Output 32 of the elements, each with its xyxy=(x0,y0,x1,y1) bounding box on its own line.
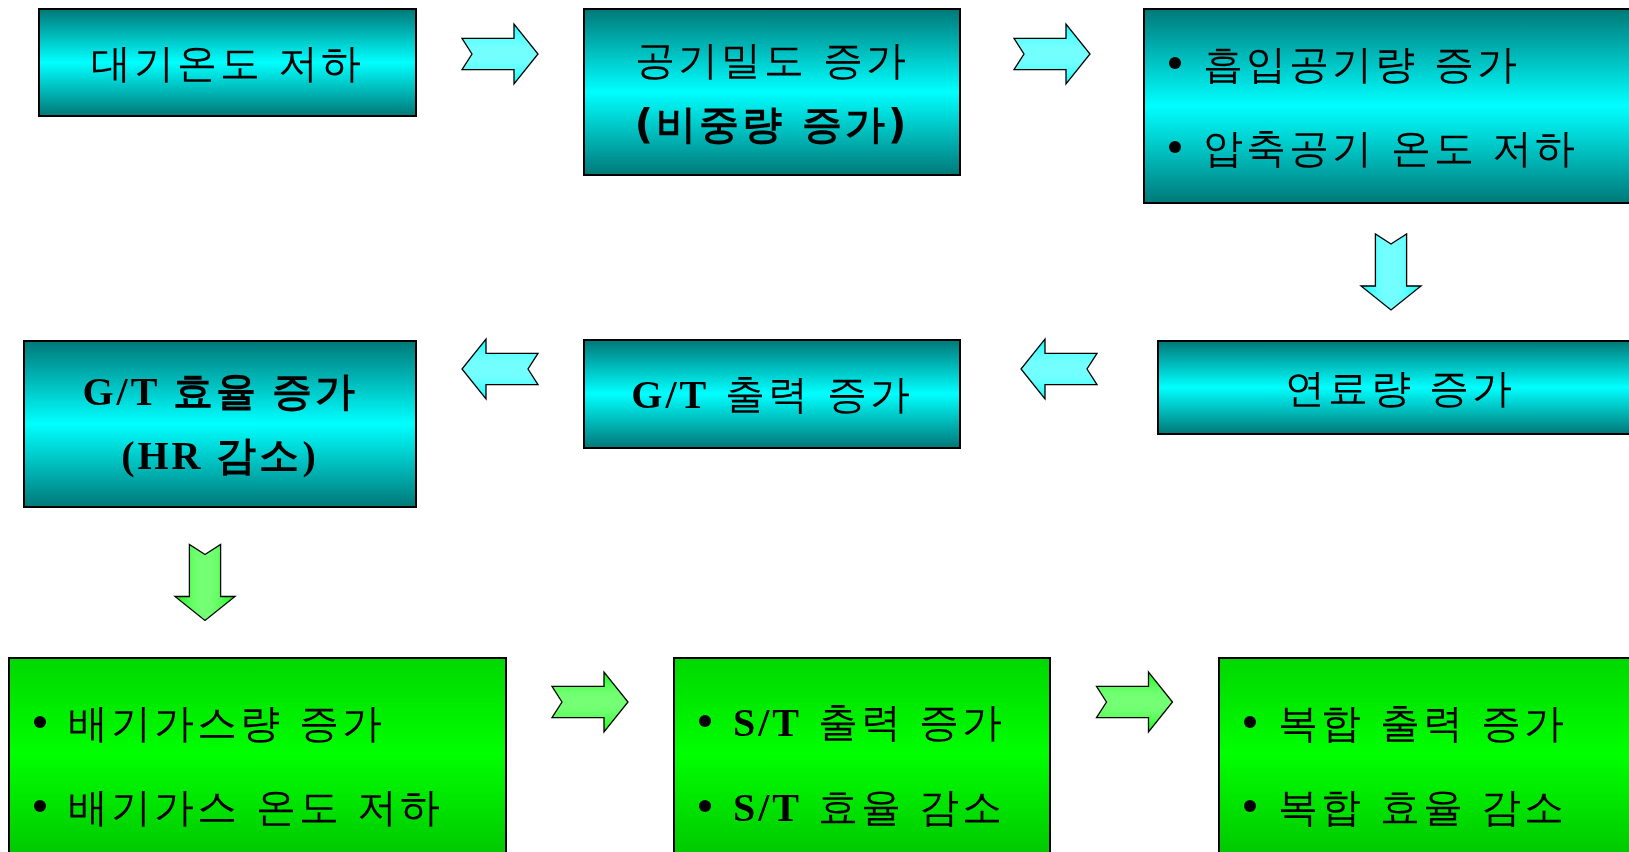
bullet-item: 압축공기 온도 저하 xyxy=(1145,106,1629,190)
box-text: 공기밀도 증가 xyxy=(634,36,910,85)
bullet-item: 배기가스 온도 저하 xyxy=(10,764,505,849)
block-arrow xyxy=(1020,337,1099,401)
process-box xyxy=(583,339,961,449)
box-text: 연료량 증가 xyxy=(1283,363,1517,413)
box-text: G/T 효율 증가 xyxy=(81,368,359,416)
bullet-item: 흡입공기량 증가 xyxy=(1145,22,1629,106)
block-arrow xyxy=(1012,22,1091,86)
process-box xyxy=(1157,340,1629,435)
block-arrow xyxy=(1359,232,1423,311)
box-text: G/T 출력 증가 xyxy=(630,369,914,419)
process-box xyxy=(673,657,1051,852)
box-text: (HR 감소) xyxy=(120,432,320,480)
process-box xyxy=(583,8,961,176)
process-box xyxy=(38,8,417,117)
block-arrow xyxy=(461,337,540,401)
bullet-item: 복합 효율 감소 xyxy=(1220,764,1629,849)
block-arrow xyxy=(1095,670,1174,734)
box-text: (비중량 증가) xyxy=(633,100,911,149)
process-box xyxy=(8,657,507,852)
bullet-item: S/T 출력 증가 xyxy=(675,679,1049,765)
box-text: 대기온도 저하 xyxy=(89,38,366,88)
process-box xyxy=(1218,657,1629,852)
block-arrow xyxy=(460,22,539,86)
bullet-item: 배기가스량 증가 xyxy=(10,680,505,765)
process-box xyxy=(1143,8,1629,204)
bullet-item: S/T 효율 감소 xyxy=(675,764,1049,850)
block-arrow xyxy=(173,543,237,622)
process-box xyxy=(23,340,417,508)
bullet-item: 복합 출력 증가 xyxy=(1220,680,1629,765)
block-arrow xyxy=(550,670,629,734)
